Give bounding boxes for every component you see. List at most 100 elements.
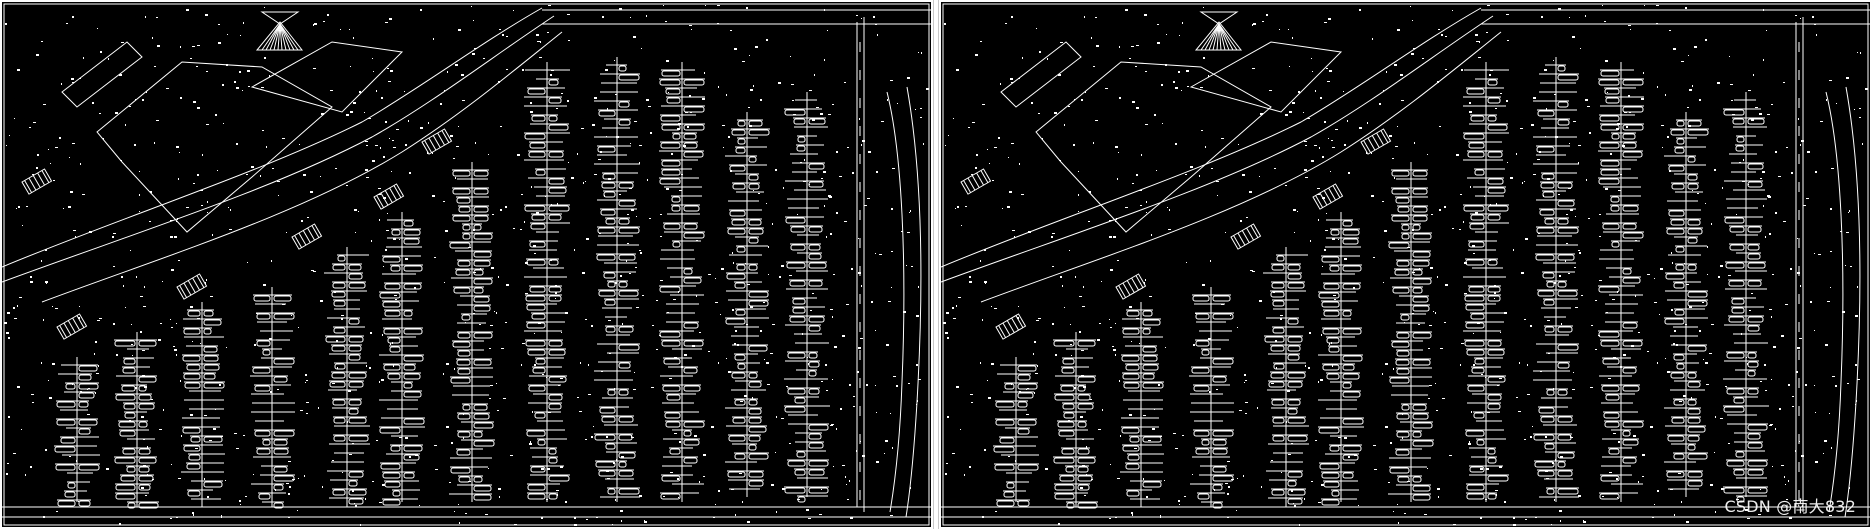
noise-speck	[1547, 178, 1550, 180]
boat-outline	[1321, 499, 1340, 506]
noise-speck	[414, 287, 416, 289]
noise-speck	[945, 332, 948, 334]
boat-outline	[1077, 340, 1096, 347]
boat-outline	[203, 382, 225, 389]
noise-speck	[1681, 61, 1684, 62]
noise-speck	[1071, 355, 1072, 356]
boat-outline	[683, 205, 700, 212]
noise-speck	[1078, 194, 1079, 196]
boat-outline	[1687, 471, 1703, 478]
boat-outline	[1540, 416, 1555, 423]
noise-speck	[768, 246, 769, 248]
boat-outline	[332, 264, 346, 271]
noise-speck	[585, 319, 587, 320]
boat-outline	[531, 214, 546, 221]
noise-speck	[247, 262, 248, 263]
boat-outline	[748, 444, 757, 451]
noise-speck	[234, 81, 236, 83]
noise-speck	[139, 194, 140, 196]
noise-speck	[1129, 58, 1131, 59]
noise-speck	[379, 219, 380, 221]
boat-outline	[1401, 404, 1410, 411]
boat-outline	[1557, 101, 1569, 108]
noise-speck	[594, 174, 597, 175]
noise-speck	[1643, 72, 1644, 74]
noise-speck	[465, 322, 466, 323]
noise-speck	[620, 275, 622, 277]
noise-speck	[891, 208, 893, 210]
noise-speck	[1359, 9, 1361, 11]
noise-speck	[1575, 216, 1576, 217]
boat-outline	[548, 403, 562, 410]
noise-speck	[87, 414, 90, 415]
noise-speck	[1525, 519, 1527, 520]
noise-speck	[903, 311, 906, 313]
noise-speck	[1527, 364, 1528, 366]
boat-outline	[1053, 457, 1075, 464]
noise-speck	[1081, 375, 1084, 377]
boat-outline	[348, 417, 367, 424]
noise-speck	[375, 145, 378, 146]
noise-speck	[1250, 270, 1253, 271]
boat-outline	[203, 355, 219, 362]
boat-outline	[122, 448, 136, 455]
hatch-line	[279, 23, 295, 51]
noise-speck	[1495, 108, 1497, 109]
boat-outline	[790, 244, 806, 251]
noise-speck	[1307, 118, 1310, 119]
noise-speck	[1089, 191, 1091, 193]
boat-outline	[1464, 340, 1485, 347]
boat-outline	[258, 493, 271, 500]
noise-speck	[1778, 176, 1781, 177]
noise-speck	[1262, 21, 1264, 22]
pier	[659, 62, 705, 502]
noise-speck	[336, 340, 338, 342]
noise-speck	[129, 420, 131, 421]
noise-speck	[947, 337, 949, 339]
boat-outline	[1412, 359, 1431, 366]
noise-speck	[1161, 84, 1163, 86]
noise-speck	[1185, 174, 1187, 175]
noise-speck	[348, 390, 351, 392]
noise-speck	[581, 128, 584, 129]
noise-speck	[498, 488, 501, 490]
noise-speck	[1566, 214, 1568, 215]
noise-speck	[1789, 517, 1792, 519]
noise-speck	[1344, 258, 1347, 260]
boat-outline	[1676, 363, 1685, 370]
noise-speck	[17, 386, 20, 388]
noise-speck	[158, 339, 161, 341]
boat-outline	[1666, 471, 1685, 478]
noise-speck	[1684, 263, 1685, 264]
noise-speck	[275, 489, 276, 491]
pier	[1053, 332, 1098, 509]
noise-speck	[836, 151, 838, 153]
noise-speck	[1216, 389, 1218, 390]
noise-speck	[1746, 357, 1747, 358]
noise-speck	[620, 510, 623, 512]
noise-speck	[1824, 440, 1827, 442]
noise-speck	[816, 107, 819, 108]
boat-outline	[1326, 337, 1340, 344]
noise-speck	[808, 363, 809, 365]
noise-speck	[1139, 343, 1140, 344]
boat-outline	[1687, 480, 1703, 487]
boat-outline	[138, 385, 147, 392]
noise-speck	[1203, 57, 1205, 59]
boat-outline	[1557, 416, 1573, 423]
noise-speck	[1747, 518, 1750, 519]
noise-speck	[952, 453, 955, 454]
boat-outline	[1412, 206, 1428, 213]
noise-speck	[474, 48, 477, 49]
noise-speck	[78, 501, 79, 502]
noise-speck	[1473, 333, 1474, 334]
noise-speck	[1859, 117, 1861, 118]
noise-speck	[1141, 154, 1142, 156]
boat-outline	[403, 328, 423, 335]
noise-speck	[306, 402, 309, 403]
noise-speck	[612, 524, 613, 525]
boat-outline	[1599, 115, 1620, 122]
boat-outline	[1054, 484, 1075, 491]
noise-speck	[1404, 322, 1405, 323]
noise-speck	[1578, 495, 1581, 497]
